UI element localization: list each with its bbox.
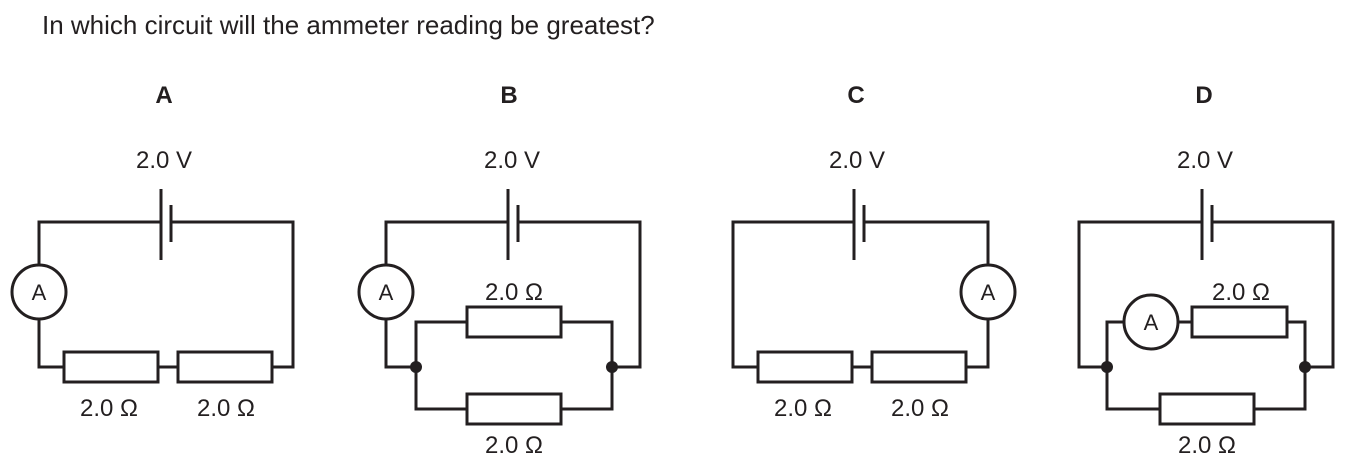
circuit-d-ammeter-icon: A	[1122, 293, 1180, 351]
circuit-c-resistor-2-label: 2.0 Ω	[891, 395, 949, 422]
circuit-c-resistor-1-label: 2.0 Ω	[774, 395, 832, 422]
circuit-c-resistor-1	[756, 350, 854, 384]
circuit-d-letter: D	[1195, 82, 1212, 109]
circuit-a-resistor-1-label: 2.0 Ω	[80, 395, 138, 422]
circuit-a-letter: A	[155, 82, 172, 109]
circuit-b-resistor-2-label: 2.0 Ω	[485, 432, 543, 459]
circuit-a-resistor-2-label: 2.0 Ω	[197, 395, 255, 422]
circuit-d-resistor-1-label: 2.0 Ω	[1212, 279, 1270, 306]
circuit-b-resistor-1	[465, 305, 563, 339]
circuit-d-resistor-2	[1158, 392, 1256, 426]
circuit-b-letter: B	[500, 82, 517, 109]
circuit-d-junction-right	[1299, 361, 1311, 373]
circuit-b-resistor-2	[465, 392, 563, 426]
circuit-c: C 2.0 V A 2.0 Ω 2.0 Ω	[731, 82, 1017, 422]
circuit-c-wire	[731, 220, 990, 369]
circuit-b-resistor-1-label: 2.0 Ω	[485, 279, 543, 306]
circuit-d-junction-left	[1101, 361, 1113, 373]
circuit-b-junction-left	[410, 361, 422, 373]
circuit-a-resistor-2	[176, 350, 274, 384]
circuit-d-cell-icon	[1200, 189, 1214, 260]
circuit-d: D 2.0 V A 2.0 Ω 2.0 Ω	[1077, 82, 1335, 459]
circuit-d-voltage: 2.0 V	[1177, 147, 1233, 174]
circuit-b: B 2.0 V A 2.0 Ω 2.0 Ω	[357, 82, 642, 459]
circuit-c-letter: C	[847, 82, 864, 109]
circuit-c-ammeter-label: A	[981, 280, 996, 305]
circuit-a: A 2.0 V A 2.0 Ω 2.0 Ω	[10, 82, 295, 422]
circuit-b-voltage: 2.0 V	[484, 147, 540, 174]
circuit-c-resistor-2	[870, 350, 968, 384]
circuit-b-ammeter-icon: A	[357, 263, 415, 321]
circuit-a-voltage: 2.0 V	[136, 147, 192, 174]
circuit-d-resistor-2-label: 2.0 Ω	[1178, 432, 1236, 459]
circuit-c-ammeter-icon: A	[959, 263, 1017, 321]
circuit-a-resistor-1	[62, 350, 160, 384]
circuit-c-cell-icon	[852, 189, 866, 260]
circuit-d-resistor-1	[1190, 305, 1289, 339]
circuit-b-ammeter-label: A	[379, 280, 394, 305]
circuit-a-cell-icon	[159, 189, 173, 260]
circuit-a-ammeter-label: A	[32, 280, 47, 305]
circuit-a-ammeter-icon: A	[10, 263, 68, 321]
circuit-b-cell-icon	[506, 189, 520, 260]
circuit-b-junction-right	[606, 361, 618, 373]
circuit-c-voltage: 2.0 V	[829, 147, 885, 174]
circuit-d-ammeter-label: A	[1144, 310, 1159, 335]
circuit-a-wire	[37, 220, 295, 369]
question-text: In which circuit will the ammeter readin…	[42, 10, 655, 40]
